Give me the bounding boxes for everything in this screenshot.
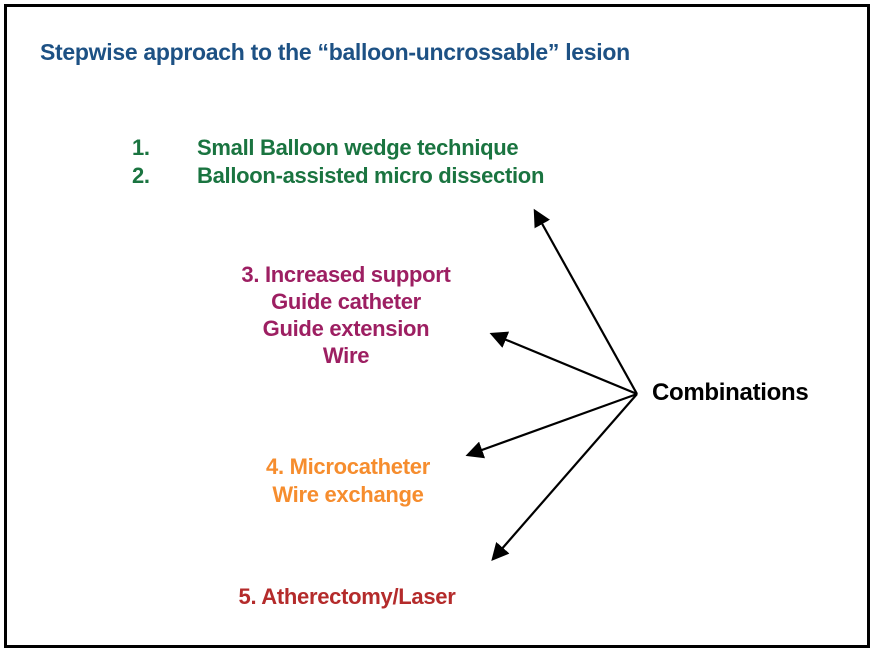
combinations-label: Combinations [652,379,809,406]
step-3-line-2: Guide catheter [271,289,421,314]
slide-title: Stepwise approach to the “balloon-uncros… [40,39,630,65]
step-2-row: 2. Balloon-assisted micro dissection [132,162,544,190]
steps-1-2-list: 1. Small Balloon wedge technique 2. Ball… [132,134,544,190]
step-5-label: 5. Atherectomy/Laser [238,584,456,609]
step-3-line-4: Wire [322,343,370,368]
step-4-line-2: Wire exchange [272,482,424,507]
step-1-row: 1. Small Balloon wedge technique [132,134,544,162]
step-3-line-1: 3. Increased support [241,262,451,287]
step-2-number: 2. [132,163,150,188]
step-3-line-3: Guide extension [262,316,430,341]
step-4-line-1: 4. Microcatheter [266,454,430,479]
step-1-number: 1. [132,135,150,160]
step-5-block: 5. Atherectomy/Laser [172,583,522,610]
slide-border [4,4,870,648]
step-2-label: Balloon-assisted micro dissection [197,163,545,188]
step-1-label: Small Balloon wedge technique [197,135,519,160]
step-3-block: 3. Increased support Guide catheter Guid… [171,261,521,369]
step-4-block: 4. Microcatheter Wire exchange [173,453,523,509]
